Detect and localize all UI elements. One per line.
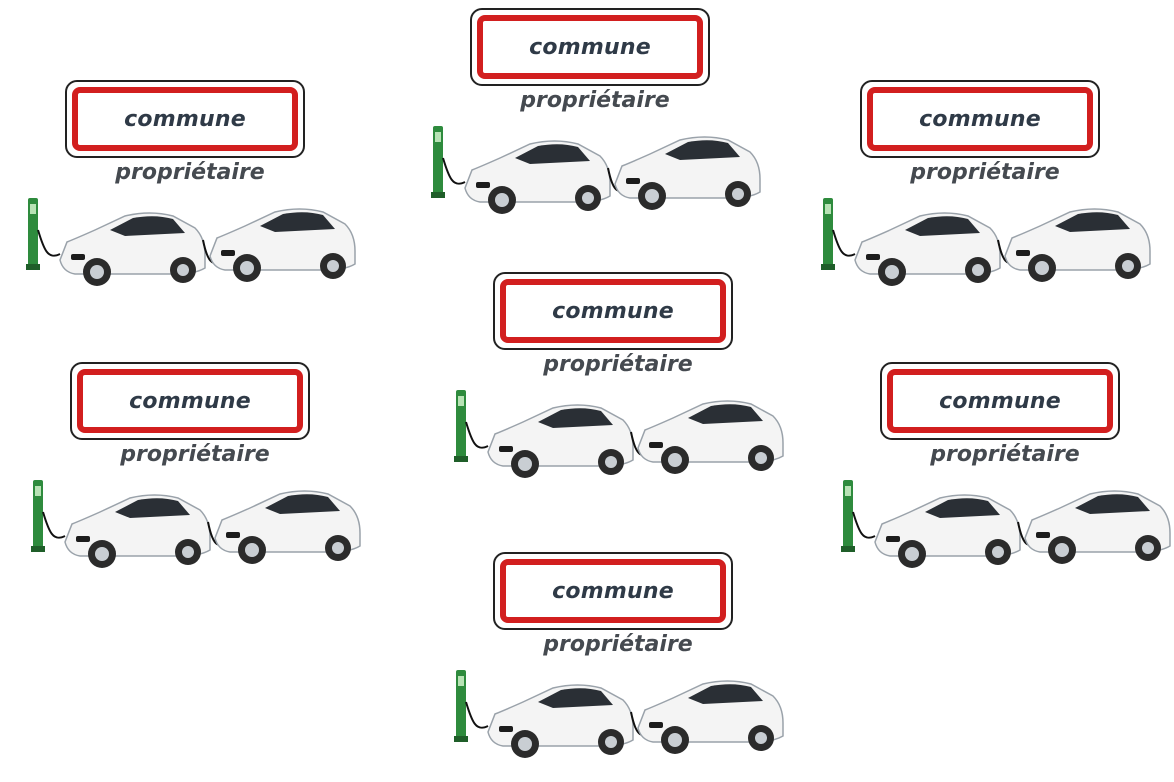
owner-label: propriétaire [910,160,1060,185]
electric-car-icon [1004,208,1151,282]
electric-car-icon [64,494,211,568]
sign-text: commune [552,298,674,324]
sign-frame: commune [500,279,726,343]
sign-text: commune [129,388,251,414]
commune-group: commune propriétaire [448,272,788,502]
commune-group: commune propriétaire [835,362,1174,592]
charging-scene [25,472,365,572]
electric-car-icon [637,680,784,754]
sign-frame: commune [500,559,726,623]
commune-group: commune propriétaire [425,8,765,238]
sign-text: commune [124,106,246,132]
commune-group: commune propriétaire [448,552,788,782]
electric-car-icon [487,404,634,478]
commune-sign: commune [65,80,305,158]
owner-label: propriétaire [120,442,270,467]
owner-label: propriétaire [930,442,1080,467]
owner-label: propriétaire [520,88,670,113]
charging-station-icon [454,390,468,462]
charging-station-icon [31,480,45,552]
electric-car-icon [464,140,611,214]
sign-frame: commune [887,369,1113,433]
sign-text: commune [919,106,1041,132]
electric-car-icon [209,208,356,282]
electric-car-icon [1024,490,1171,564]
commune-sign: commune [493,552,733,630]
electric-car-icon [59,212,206,286]
charging-scene [448,662,788,762]
electric-car-icon [874,494,1021,568]
charging-scene [425,118,765,218]
commune-sign: commune [470,8,710,86]
sign-text: commune [529,34,651,60]
commune-sign: commune [493,272,733,350]
sign-frame: commune [77,369,303,433]
sign-frame: commune [867,87,1093,151]
commune-group: commune propriétaire [815,80,1155,310]
sign-frame: commune [72,87,298,151]
commune-group: commune propriétaire [25,362,365,592]
owner-label: propriétaire [543,352,693,377]
charging-station-icon [431,126,445,198]
commune-sign: commune [70,362,310,440]
sign-frame: commune [477,15,703,79]
commune-group: commune propriétaire [20,80,360,310]
sign-text: commune [552,578,674,604]
electric-car-icon [487,684,634,758]
electric-car-icon [214,490,361,564]
owner-label: propriétaire [543,632,693,657]
charging-station-icon [841,480,855,552]
charging-scene [835,472,1174,572]
charging-scene [20,190,360,290]
charging-scene [448,382,788,482]
sign-text: commune [939,388,1061,414]
charging-station-icon [454,670,468,742]
charging-station-icon [821,198,835,270]
commune-sign: commune [860,80,1100,158]
electric-car-icon [854,212,1001,286]
charging-scene [815,190,1155,290]
commune-sign: commune [880,362,1120,440]
charging-station-icon [26,198,40,270]
electric-car-icon [614,136,761,210]
electric-car-icon [637,400,784,474]
owner-label: propriétaire [115,160,265,185]
